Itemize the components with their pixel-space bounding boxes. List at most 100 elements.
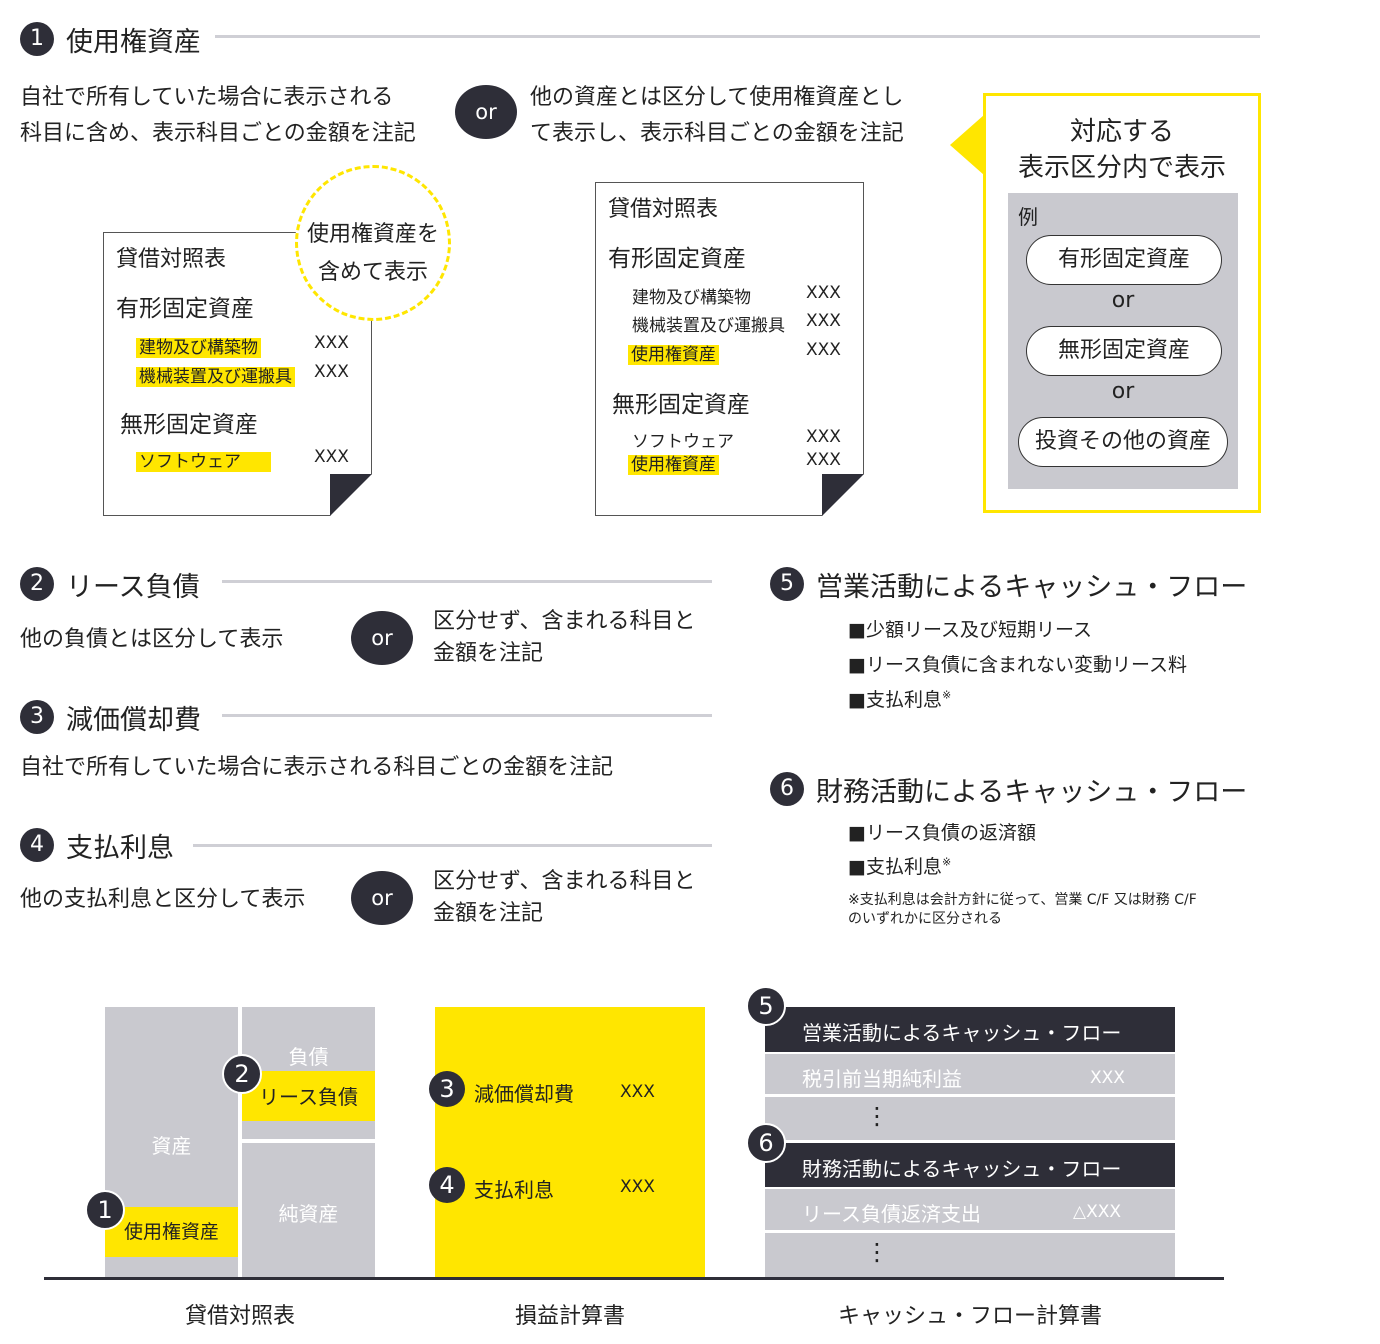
doc1-val-2: XXX bbox=[314, 362, 349, 382]
s6-item-2: ■支払利息※ bbox=[848, 855, 952, 878]
cf-operating-bar bbox=[765, 1007, 1175, 1052]
box-pointer-arrow bbox=[950, 115, 984, 175]
s4-right-text: 区分せず、含まれる科目と金額を注記 bbox=[433, 869, 696, 926]
doc2-val-4: XXX bbox=[806, 427, 841, 447]
bs-caption: 貸借対照表 bbox=[184, 1304, 295, 1329]
callout-text-1: 使用権資産を bbox=[306, 222, 439, 247]
bs-liabilities-label: 負債 bbox=[288, 1045, 329, 1069]
display-category-box: 対応する表示区分内で表示 例 有形固定資産 or 無形固定資産 or 投資その他… bbox=[983, 93, 1261, 513]
doc1-item-buildings: 建物及び構築物 bbox=[136, 333, 261, 358]
bs-num-2: 2 bbox=[222, 1054, 262, 1094]
option-tangible: 有形固定資産 bbox=[1026, 235, 1222, 285]
cf-caption: キャッシュ・フロー計算書 bbox=[837, 1304, 1102, 1329]
section-2-title: リース負債 bbox=[66, 572, 200, 603]
bs-equity-label: 純資産 bbox=[278, 1202, 339, 1226]
cf-ellipsis-bar-2 bbox=[765, 1233, 1175, 1277]
doc1-item-software: ソフトウェア bbox=[136, 447, 271, 472]
section-3-number: 3 bbox=[20, 700, 54, 734]
cf-ellipsis-2: ⋮ bbox=[865, 1238, 889, 1266]
doc1-group-tangible: 有形固定資産 bbox=[116, 296, 254, 322]
s3-text: 自社で所有していた場合に表示される科目ごとの金額を注記 bbox=[20, 755, 614, 780]
doc2-item-buildings: 建物及び構築物 bbox=[632, 288, 751, 308]
pl-int-value: XXX bbox=[620, 1177, 655, 1197]
s5-item-2: ■リース負債に含まれない変動リース料 bbox=[848, 654, 1188, 676]
cf-ellipsis-bar-1 bbox=[765, 1097, 1175, 1140]
section-3-title: 減価償却費 bbox=[66, 705, 201, 736]
cf-operating-label: 営業活動によるキャッシュ・フロー bbox=[802, 1021, 1122, 1045]
pl-dep-label: 減価償却費 bbox=[474, 1082, 574, 1106]
s6-item-1: ■リース負債の返済額 bbox=[848, 822, 1037, 844]
pl-num-3: 3 bbox=[429, 1071, 465, 1107]
bs-lease-label: リース負債 bbox=[259, 1085, 358, 1109]
section-1-number: 1 bbox=[20, 22, 54, 56]
doc2-item-rou-1: 使用権資産 bbox=[628, 340, 719, 365]
or-text-1: or bbox=[1111, 288, 1135, 313]
doc1-folded-corner bbox=[330, 474, 372, 516]
section-4-rule bbox=[193, 844, 712, 847]
cf-pretax-bar bbox=[765, 1054, 1175, 1094]
doc2-item-rou-2: 使用権資産 bbox=[628, 450, 719, 475]
s4-left-text: 他の支払利息と区分して表示 bbox=[20, 887, 306, 912]
section-5-title: 営業活動によるキャッシュ・フロー bbox=[816, 572, 1248, 603]
balance-sheet-doc-2: 貸借対照表 有形固定資産 建物及び構築物 XXX 機械装置及び運搬具 XXX 使… bbox=[595, 182, 864, 516]
doc2-folded-corner bbox=[822, 474, 864, 516]
bs-rou-label: 使用権資産 bbox=[123, 1221, 219, 1243]
cf-pretax-value: XXX bbox=[1090, 1068, 1125, 1088]
doc2-val-2: XXX bbox=[806, 311, 841, 331]
cf-num-6: 6 bbox=[746, 1123, 786, 1163]
s1-or-badge: or bbox=[455, 85, 517, 139]
section-1-rule bbox=[215, 35, 1260, 38]
doc1-val-3: XXX bbox=[314, 447, 349, 467]
section-3-rule bbox=[222, 714, 712, 717]
bs-num-1: 1 bbox=[85, 1190, 125, 1230]
option-investments: 投資その他の資産 bbox=[1018, 417, 1228, 467]
pl-num-4: 4 bbox=[429, 1167, 465, 1203]
cf-financing-bar bbox=[765, 1143, 1175, 1187]
doc2-val-3: XXX bbox=[806, 340, 841, 360]
section-2-rule bbox=[222, 580, 712, 583]
doc2-item-software: ソフトウェア bbox=[632, 432, 734, 452]
section-4-title: 支払利息 bbox=[66, 833, 174, 864]
pl-int-label: 支払利息 bbox=[474, 1178, 554, 1202]
doc2-group-tangible: 有形固定資産 bbox=[608, 246, 746, 272]
s1-left-text: 自社で所有していた場合に表示される科目に含め、表示科目ごとの金額を注記 bbox=[20, 85, 416, 146]
box-title: 対応する表示区分内で表示 bbox=[1017, 117, 1226, 183]
s5-item-3: ■支払利息※ bbox=[848, 688, 952, 711]
pl-block bbox=[435, 1007, 705, 1277]
s2-or-badge: or bbox=[351, 611, 413, 665]
doc1-group-intangible: 無形固定資産 bbox=[120, 412, 258, 438]
s1-right-text: 他の資産とは区分して使用権資産として表示し、表示科目ごとの金額を注記 bbox=[530, 85, 904, 146]
bs-assets-label: 資産 bbox=[151, 1134, 192, 1158]
pl-caption: 損益計算書 bbox=[514, 1304, 625, 1329]
cf-repay-bar bbox=[765, 1189, 1175, 1230]
callout-circle: 使用権資産を 含めて表示 bbox=[295, 165, 451, 321]
baseline bbox=[44, 1277, 1224, 1280]
doc1-val-1: XXX bbox=[314, 333, 349, 353]
callout-text-2: 含めて表示 bbox=[317, 260, 428, 285]
section-6-number: 6 bbox=[770, 772, 804, 806]
section-1-title: 使用権資産 bbox=[66, 27, 201, 58]
cf-ellipsis-1: ⋮ bbox=[865, 1102, 889, 1130]
s2-right-text: 区分せず、含まれる科目と金額を注記 bbox=[433, 609, 696, 666]
section-4-number: 4 bbox=[20, 828, 54, 862]
box-example-panel: 例 有形固定資産 or 無形固定資産 or 投資その他の資産 bbox=[1008, 193, 1238, 489]
pl-dep-value: XXX bbox=[620, 1082, 655, 1102]
s4-or-badge: or bbox=[351, 871, 413, 925]
bs-equity-block bbox=[242, 1143, 375, 1277]
or-text-2: or bbox=[1111, 379, 1135, 404]
doc2-title: 貸借対照表 bbox=[608, 197, 719, 222]
section-5-number: 5 bbox=[770, 567, 804, 601]
cf-pretax-label: 税引前当期純利益 bbox=[802, 1067, 962, 1091]
section-6-title: 財務活動によるキャッシュ・フロー bbox=[816, 777, 1248, 808]
doc1-title: 貸借対照表 bbox=[116, 247, 227, 272]
bs-lease-block bbox=[242, 1071, 375, 1121]
doc2-group-intangible: 無形固定資産 bbox=[612, 392, 750, 418]
s2-left-text: 他の負債とは区分して表示 bbox=[20, 627, 284, 652]
cf-financing-label: 財務活動によるキャッシュ・フロー bbox=[802, 1157, 1122, 1181]
cf-repay-label: リース負債返済支出 bbox=[802, 1202, 981, 1226]
doc2-item-machinery: 機械装置及び運搬具 bbox=[632, 316, 785, 336]
option-intangible: 無形固定資産 bbox=[1026, 326, 1222, 376]
doc1-item-machinery: 機械装置及び運搬具 bbox=[136, 362, 295, 387]
s5-item-1: ■少額リース及び短期リース bbox=[848, 619, 1093, 641]
cf-repay-value: △XXX bbox=[1073, 1202, 1122, 1222]
